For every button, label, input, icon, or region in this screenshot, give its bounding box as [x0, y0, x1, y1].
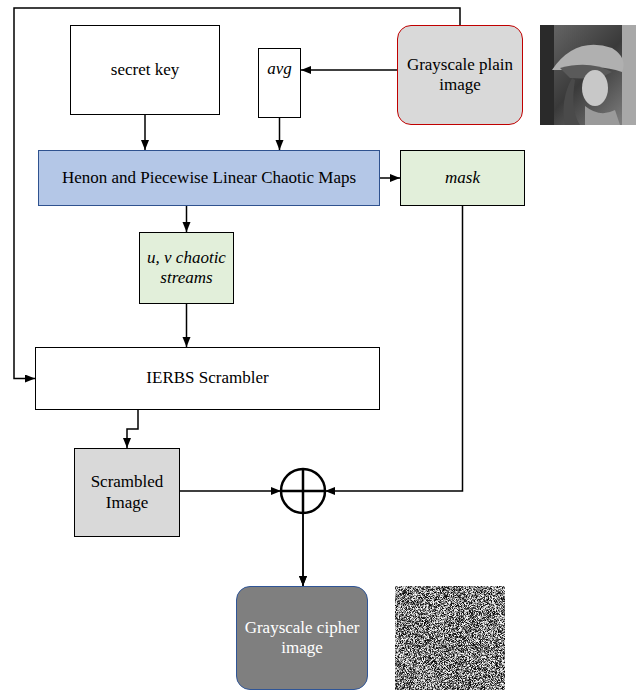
flow-arrow — [144, 115, 146, 150]
process-box: IERBS Scrambler — [35, 347, 380, 410]
node-label: secret key — [111, 60, 179, 80]
average-box: avg — [258, 48, 301, 118]
xor-symbol — [271, 469, 335, 513]
flow-arrow — [14, 8, 460, 379]
node-label: u, v chaotic streams — [146, 248, 227, 289]
node-label: IERBS Scrambler — [146, 368, 268, 388]
flow-arrow — [186, 304, 188, 347]
flow-arrow — [380, 177, 400, 179]
process-box: Henon and Piecewise Linear Chaotic Maps — [38, 150, 380, 206]
key-box: secret key — [70, 25, 220, 115]
flow-arrow — [180, 491, 303, 586]
node-label: avg — [267, 59, 292, 79]
flow-arrow — [301, 69, 397, 71]
flow-arrow — [279, 118, 281, 150]
node-label: Grayscale cipher image — [243, 618, 361, 659]
node-label: mask — [445, 168, 480, 188]
data-box: u, v chaotic streams — [139, 232, 234, 304]
cipher-image-thumbnail — [395, 586, 505, 690]
output-image-box: Grayscale cipher image — [236, 586, 368, 690]
plain-image-thumbnail — [540, 25, 636, 125]
flow-arrow — [186, 206, 188, 232]
data-box: mask — [400, 150, 525, 206]
node-label: Henon and Piecewise Linear Chaotic Maps — [62, 168, 356, 188]
flow-arrow — [127, 410, 138, 448]
node-label: Scrambled Image — [81, 472, 173, 513]
node-label: Grayscale plain image — [404, 55, 516, 96]
input-image-box: Grayscale plain image — [397, 25, 523, 125]
image-box: Scrambled Image — [74, 448, 180, 537]
